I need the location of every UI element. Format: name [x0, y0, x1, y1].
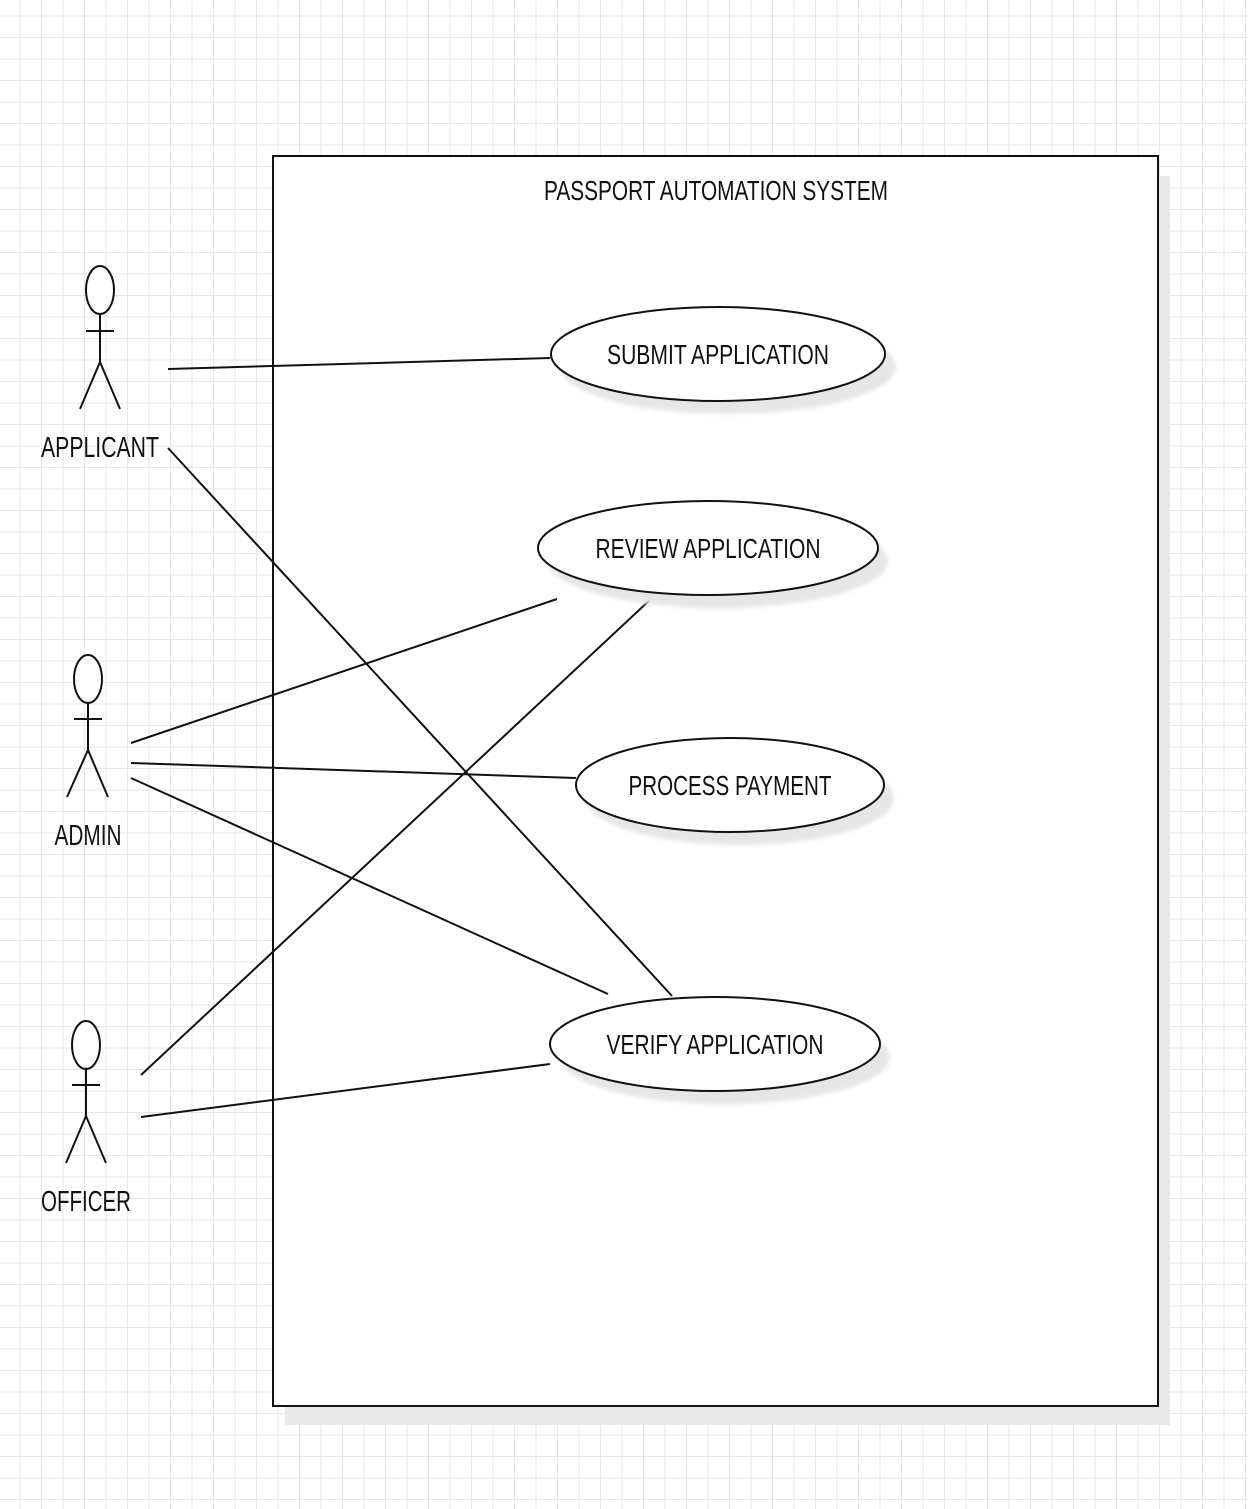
use-case-label: PROCESS PAYMENT [629, 770, 832, 801]
actor-left-leg [79, 361, 101, 410]
use-case-review-application[interactable]: REVIEW APPLICATION [537, 500, 888, 608]
association-admin-verify[interactable] [130, 777, 609, 995]
actor-left-leg [65, 1115, 87, 1164]
use-case-label: VERIFY APPLICATION [607, 1029, 824, 1060]
association-officer-verify[interactable] [140, 1063, 551, 1118]
association-officer-review[interactable] [140, 597, 653, 1076]
actor-head [71, 1020, 101, 1070]
actor-left-leg [66, 749, 89, 798]
association-applicant-verify[interactable] [167, 447, 673, 997]
association-applicant-submit[interactable] [167, 357, 551, 370]
use-case-ellipse [537, 500, 879, 596]
actor-head [85, 265, 115, 315]
use-case-process-payment[interactable]: PROCESS PAYMENT [575, 737, 894, 845]
actor-officer[interactable] [65, 1020, 107, 1164]
actor-label-applicant: APPLICANT [41, 432, 159, 464]
actor-right-leg [87, 749, 109, 798]
use-case-label: REVIEW APPLICATION [596, 533, 821, 564]
actor-admin[interactable] [66, 654, 109, 798]
use-case-label: SUBMIT APPLICATION [607, 339, 829, 370]
actor-head [73, 654, 103, 704]
use-case-ellipse [575, 737, 885, 833]
association-admin-payment[interactable] [130, 762, 577, 779]
use-case-ellipse [549, 996, 881, 1092]
use-case-submit-application[interactable]: SUBMIT APPLICATION [550, 306, 896, 414]
actor-label-officer: OFFICER [41, 1186, 131, 1218]
use-case-ellipse [550, 306, 886, 402]
association-admin-review[interactable] [130, 598, 558, 744]
actor-right-leg [85, 1115, 107, 1164]
associations [130, 357, 673, 1118]
system-title: PASSPORT AUTOMATION SYSTEM [544, 175, 888, 206]
actor-applicant[interactable] [79, 265, 121, 410]
actor-label-admin: ADMIN [55, 820, 122, 852]
use-case-verify-application[interactable]: VERIFY APPLICATION [549, 996, 890, 1104]
actor-right-leg [99, 361, 121, 410]
